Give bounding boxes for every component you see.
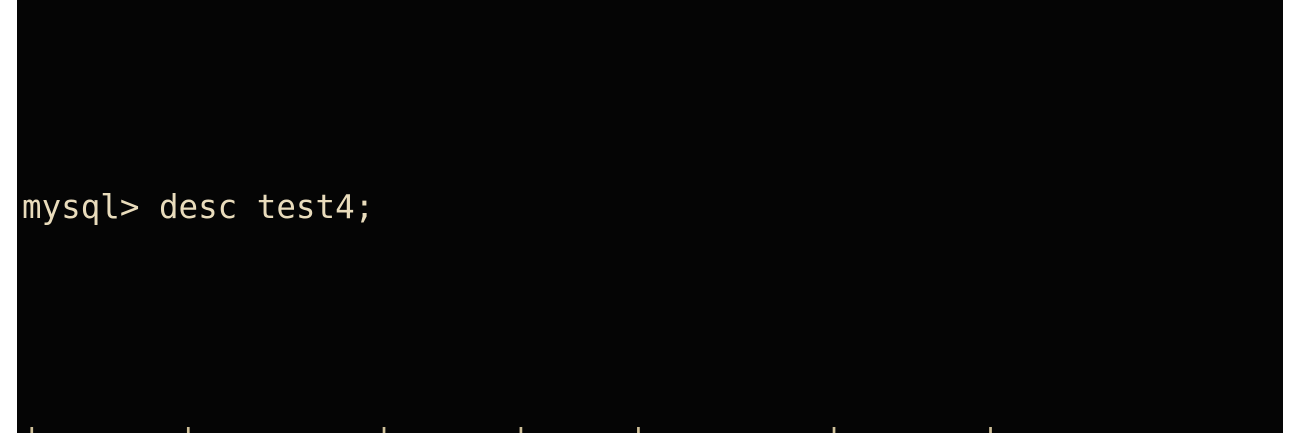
- table-top-border: +-------+---------+------+-----+--------…: [22, 407, 1000, 433]
- terminal-window[interactable]: mysql> desc test4; +-------+---------+--…: [17, 0, 1283, 433]
- prompt-line: mysql> desc test4;: [22, 188, 375, 226]
- terminal-output: mysql> desc test4; +-------+---------+--…: [22, 8, 1000, 433]
